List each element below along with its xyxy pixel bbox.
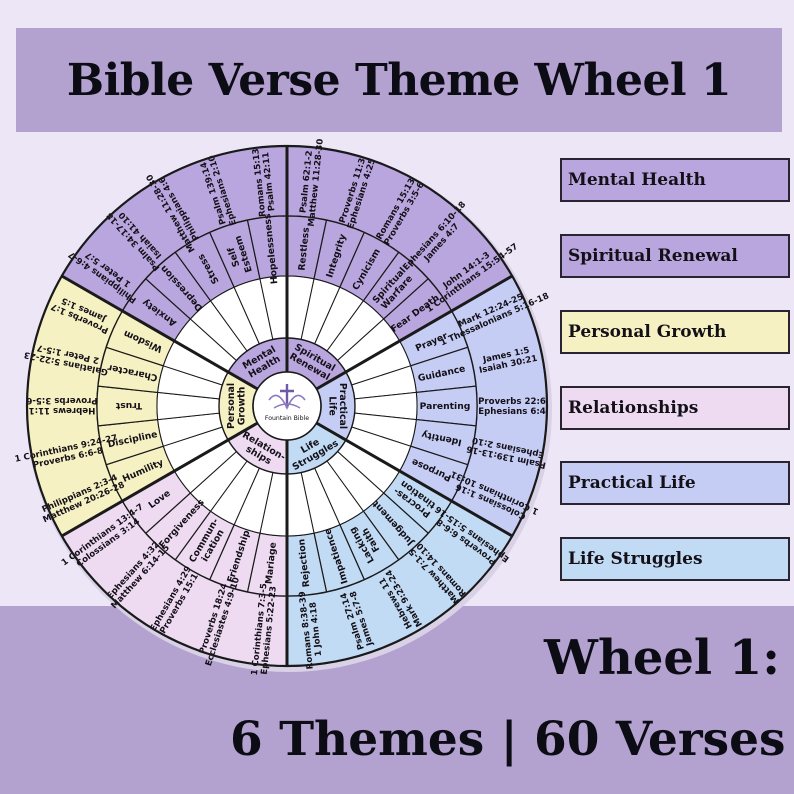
fountain-cross-icon (268, 384, 306, 410)
wheel-rim (25, 144, 549, 668)
theme-label: PersonalGrowth (226, 383, 248, 429)
legend-spiritual-renewal: Spiritual Renewal (560, 234, 790, 278)
theme-divider (61, 274, 259, 391)
legend-label: Personal Growth (568, 322, 727, 342)
topic-label: Mariage (264, 542, 279, 585)
topic-label: Rejection (296, 538, 312, 587)
topic-label: Trust (115, 400, 142, 411)
legend-label: Mental Health (568, 170, 706, 190)
wheel-summary: 6 Themes | 60 Verses (230, 712, 786, 767)
theme-divider (61, 421, 259, 538)
legend-relationships: Relationships (560, 386, 790, 430)
page-title: Bible Verse Theme Wheel 1 (66, 54, 732, 106)
topic-label: Parenting (420, 401, 471, 412)
title-banner: Bible Verse Theme Wheel 1 (16, 28, 782, 132)
legend-label: Relationships (568, 398, 699, 418)
legend-life-struggles: Life Struggles (560, 537, 790, 581)
topic-label: Restless (296, 226, 312, 271)
theme-divider (315, 274, 513, 391)
legend-label: Spiritual Renewal (568, 246, 738, 266)
legend-label: Life Struggles (568, 549, 703, 569)
legend-mental-health: Mental Health (560, 158, 790, 202)
legend-label: Practical Life (568, 473, 696, 493)
theme-label: PracticalLife (326, 383, 348, 429)
logo-text: Fountain Bible (265, 415, 309, 422)
wheel-number-heading: Wheel 1: (544, 630, 780, 686)
verse-label: Hebrews 11:1Proverbs 3:5-6 (26, 395, 97, 415)
legend-practical-life: Practical Life (560, 461, 790, 505)
legend-personal-growth: Personal Growth (560, 310, 790, 354)
theme-divider (315, 421, 513, 538)
